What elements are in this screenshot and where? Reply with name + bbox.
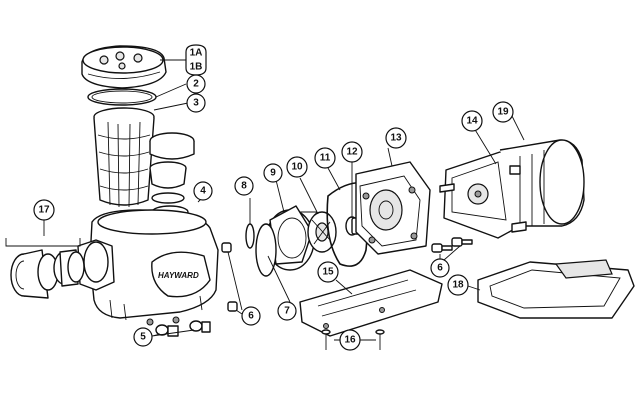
callout-6-left: 6 bbox=[241, 306, 261, 326]
union-connector-set bbox=[10, 249, 85, 299]
callout-13: 13 bbox=[385, 127, 407, 149]
callout-11: 11 bbox=[314, 147, 336, 169]
lid-o-ring bbox=[87, 88, 157, 106]
callout-label-4: 4 bbox=[200, 186, 206, 197]
callout-label-13: 13 bbox=[390, 133, 402, 144]
strainer-housing: HAYWARD bbox=[77, 209, 219, 326]
callout-4: 4 bbox=[193, 181, 213, 201]
callout-label-1b: 1B bbox=[190, 62, 203, 73]
callout-label-12: 12 bbox=[346, 147, 358, 158]
drain-plugs bbox=[155, 320, 211, 337]
callout-label-17: 17 bbox=[38, 205, 50, 216]
callout-19: 19 bbox=[492, 101, 514, 123]
support-screws bbox=[321, 329, 385, 350]
callout-label-16: 16 bbox=[344, 335, 356, 346]
callout-16: 16 bbox=[339, 329, 361, 351]
strainer-basket bbox=[93, 107, 155, 208]
callout-12: 12 bbox=[341, 141, 363, 163]
callout-10: 10 bbox=[286, 156, 308, 178]
callout-label-9: 9 bbox=[270, 168, 276, 179]
callout-9: 9 bbox=[263, 163, 283, 183]
diffuser bbox=[265, 205, 321, 271]
callout-label-3: 3 bbox=[193, 98, 199, 109]
callout-label-10: 10 bbox=[291, 162, 303, 173]
housing-gaskets bbox=[221, 242, 238, 312]
callout-3: 3 bbox=[186, 93, 206, 113]
motor-support bbox=[299, 269, 443, 337]
callout-6-right: 6 bbox=[430, 258, 450, 278]
callout-18: 18 bbox=[447, 274, 469, 296]
callout-label-15: 15 bbox=[322, 267, 334, 278]
callout-label-2: 2 bbox=[193, 79, 199, 90]
callout-label-14: 14 bbox=[466, 116, 478, 127]
callout-label-6-right: 6 bbox=[437, 263, 443, 274]
callout-label-1a: 1A bbox=[190, 48, 203, 59]
motor-bolts bbox=[431, 237, 473, 253]
callout-7: 7 bbox=[277, 301, 297, 321]
callout-label-6-left: 6 bbox=[248, 311, 254, 322]
motor bbox=[439, 139, 585, 239]
strainer-cover-lid bbox=[81, 45, 167, 89]
diffuser-o-ring bbox=[255, 223, 277, 277]
union-fittings bbox=[149, 132, 195, 219]
callout-14: 14 bbox=[461, 110, 483, 132]
callout-label-11: 11 bbox=[320, 153, 331, 164]
brand-logo: HAYWARD bbox=[158, 271, 199, 280]
seal-plate bbox=[355, 161, 431, 255]
callout-8: 8 bbox=[234, 176, 254, 196]
callout-label-5: 5 bbox=[140, 332, 146, 343]
callout-label-18: 18 bbox=[452, 280, 464, 291]
callout-label-8: 8 bbox=[241, 181, 247, 192]
callout-label-19: 19 bbox=[497, 107, 509, 118]
motor-base bbox=[477, 259, 635, 319]
small-o-ring bbox=[245, 223, 255, 249]
leader-lines bbox=[5, 59, 525, 341]
callout-label-7: 7 bbox=[284, 306, 290, 317]
impeller bbox=[307, 211, 337, 253]
callout-17: 17 bbox=[33, 199, 55, 221]
callout-15: 15 bbox=[317, 261, 339, 283]
callout-1a-1b: 1A 1B bbox=[185, 44, 207, 76]
callout-5: 5 bbox=[133, 327, 153, 347]
callout-2: 2 bbox=[186, 74, 206, 94]
